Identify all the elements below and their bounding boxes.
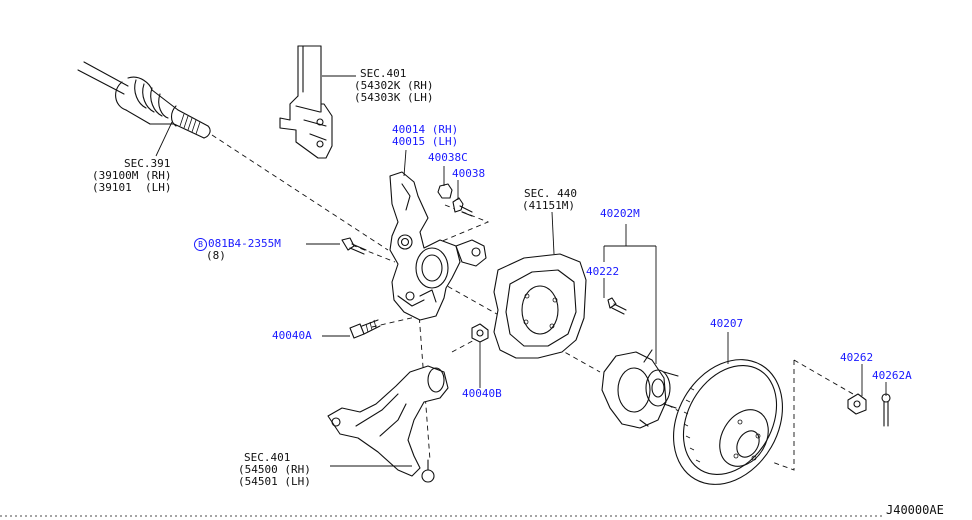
- arm-rh-part: (54500 (RH): [238, 463, 311, 476]
- steering-knuckle-drawing: [389, 171, 487, 321]
- rotor-part-number[interactable]: 40207: [710, 317, 744, 330]
- part-number-40040a[interactable]: 40040A: [272, 329, 312, 342]
- hub-nut-drawing: [847, 393, 891, 427]
- part-number-40040b[interactable]: 40040B: [462, 387, 502, 400]
- backing-plate-section-label: SEC. 440: [524, 187, 577, 200]
- hub-bolt-part-number[interactable]: 40222: [586, 265, 620, 278]
- bolt-circle-marker: B: [194, 238, 207, 251]
- strut-section-label: SEC.401: [360, 67, 407, 80]
- strut-rh-part: (54302K (RH): [354, 79, 434, 92]
- hub-assembly-part-number[interactable]: 40202M: [600, 207, 640, 220]
- knuckle-rh-part-number[interactable]: 40014 (RH): [392, 123, 459, 136]
- bolt-code-text: 081B4-2355M: [208, 237, 281, 250]
- part-number-40038[interactable]: 40038: [452, 167, 486, 180]
- diagram-id: J40000AE: [886, 503, 944, 517]
- shaft-section-label: SEC.391: [124, 157, 171, 170]
- knuckle-lh-part-number[interactable]: 40015 (LH): [392, 135, 459, 148]
- part-number-40038c[interactable]: 40038C: [428, 151, 468, 164]
- leader-lines: [155, 75, 887, 467]
- backing-plate-drawing: [493, 253, 587, 359]
- knuckle-fasteners: [341, 183, 489, 343]
- strut-lh-part: (54303K (LH): [354, 91, 434, 104]
- cotter-pin-part-number[interactable]: 40262A: [872, 369, 912, 382]
- strut-drawing: [279, 45, 333, 159]
- lower-arm-drawing: [327, 365, 449, 483]
- drive-shaft-drawing: [77, 61, 211, 139]
- bolt-quantity: (8): [206, 249, 226, 262]
- wheel-hub-drawing: [601, 297, 679, 429]
- brake-rotor-drawing: [673, 359, 783, 485]
- shaft-rh-part: (39100M (RH): [92, 169, 172, 182]
- shaft-lh-part: (39101 (LH): [92, 181, 172, 194]
- nut-part-number[interactable]: 40262: [840, 351, 874, 364]
- backing-plate-part: (41151M): [522, 199, 575, 212]
- arm-section-label: SEC.401: [244, 451, 291, 464]
- arm-lh-part: (54501 (LH): [238, 475, 311, 488]
